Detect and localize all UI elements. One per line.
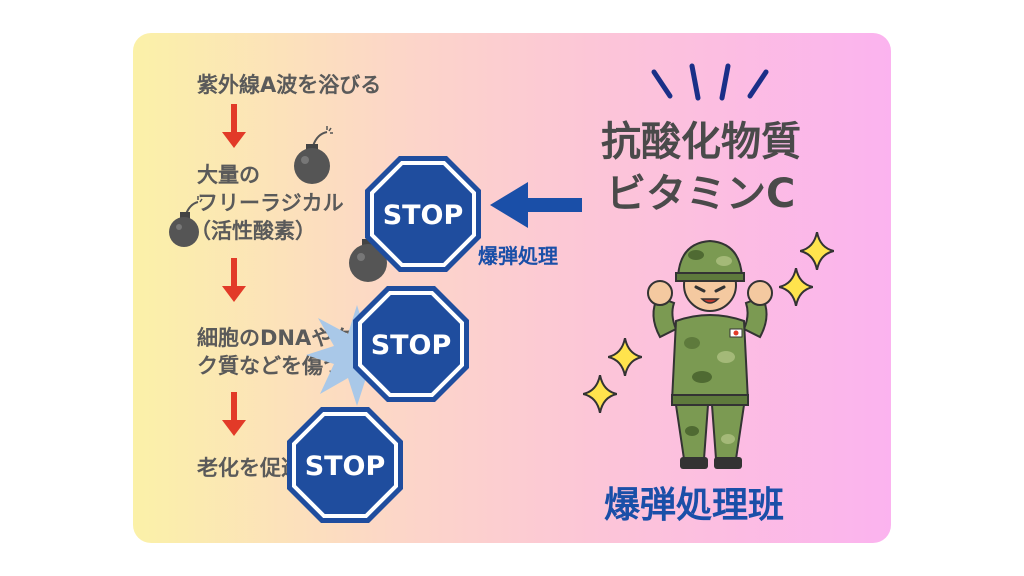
sparkle-icon [779, 268, 813, 306]
stop-sign-bottom: STOP [287, 407, 403, 523]
bomb-icon [349, 239, 387, 282]
step-radical-line1: 大量の [197, 163, 260, 187]
stop-sign-middle: STOP [353, 286, 469, 402]
soldier-illustration [647, 239, 773, 469]
bomb-disposal-label: 爆弾処理 [478, 244, 558, 268]
down-arrow-icon [222, 392, 246, 436]
headline-antioxidant: 抗酸化物質 [601, 119, 801, 165]
sparkle-icon [608, 338, 642, 376]
headline-vitamin-c: ビタミンC [606, 171, 796, 217]
down-arrow-icon [222, 104, 246, 148]
bomb-squad-label: 爆弾処理班 [604, 485, 785, 526]
step-uva-exposure: 紫外線A波を浴びる [197, 73, 382, 97]
down-arrow-icon [222, 258, 246, 302]
stop-sign-label: STOP [305, 451, 386, 482]
sparkle-icon [583, 375, 617, 413]
step-aging: 老化を促進 [197, 456, 302, 480]
stop-sign-label: STOP [371, 330, 452, 361]
step-radical-line3: （活性酸素） [190, 219, 316, 243]
bomb-icon [294, 126, 333, 184]
step-radical-line2: フリーラジカル [197, 191, 344, 215]
emphasis-lines-icon [651, 63, 769, 101]
stop-sign-label: STOP [383, 200, 464, 231]
stop-sign-top: STOP [365, 156, 481, 272]
sparkle-icon [800, 232, 834, 270]
left-arrow-icon [490, 182, 582, 228]
bomb-icon [169, 196, 203, 247]
